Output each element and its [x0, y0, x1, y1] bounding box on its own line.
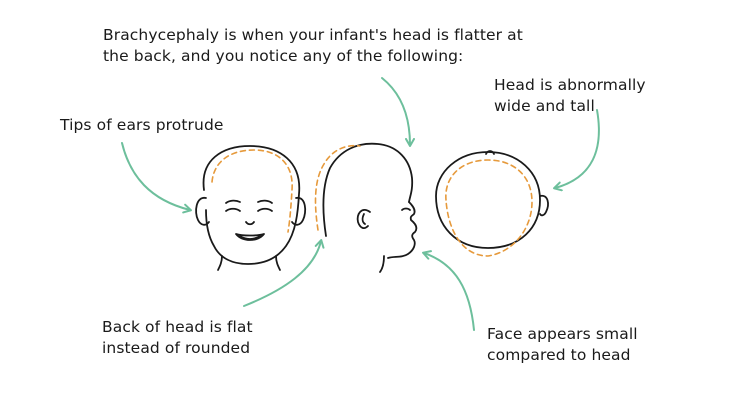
- arrow-to-ears: [121, 142, 192, 214]
- front-head-dashed-outline: [211, 149, 293, 233]
- arrow-to-top-head: [553, 109, 600, 192]
- arrow-to-side-head: [381, 77, 415, 147]
- intro-text: Brachycephaly is when your infant's head…: [103, 26, 523, 65]
- top-view-head: [435, 150, 549, 249]
- head-wide-tall-label: Head is abnormally wide and tall: [494, 76, 646, 115]
- front-view-head: [195, 145, 307, 271]
- face-small-label: Face appears small compared to head: [487, 325, 638, 364]
- arrow-to-face: [422, 250, 475, 331]
- side-view-head: [322, 142, 418, 273]
- top-head-dashed-outline: [445, 159, 533, 257]
- side-head-dashed-outline: [314, 144, 361, 231]
- ears-protrude-label: Tips of ears protrude: [60, 116, 224, 134]
- back-flat-label: Back of head is flat instead of rounded: [102, 318, 253, 357]
- arrow-to-back-of-head: [243, 239, 325, 307]
